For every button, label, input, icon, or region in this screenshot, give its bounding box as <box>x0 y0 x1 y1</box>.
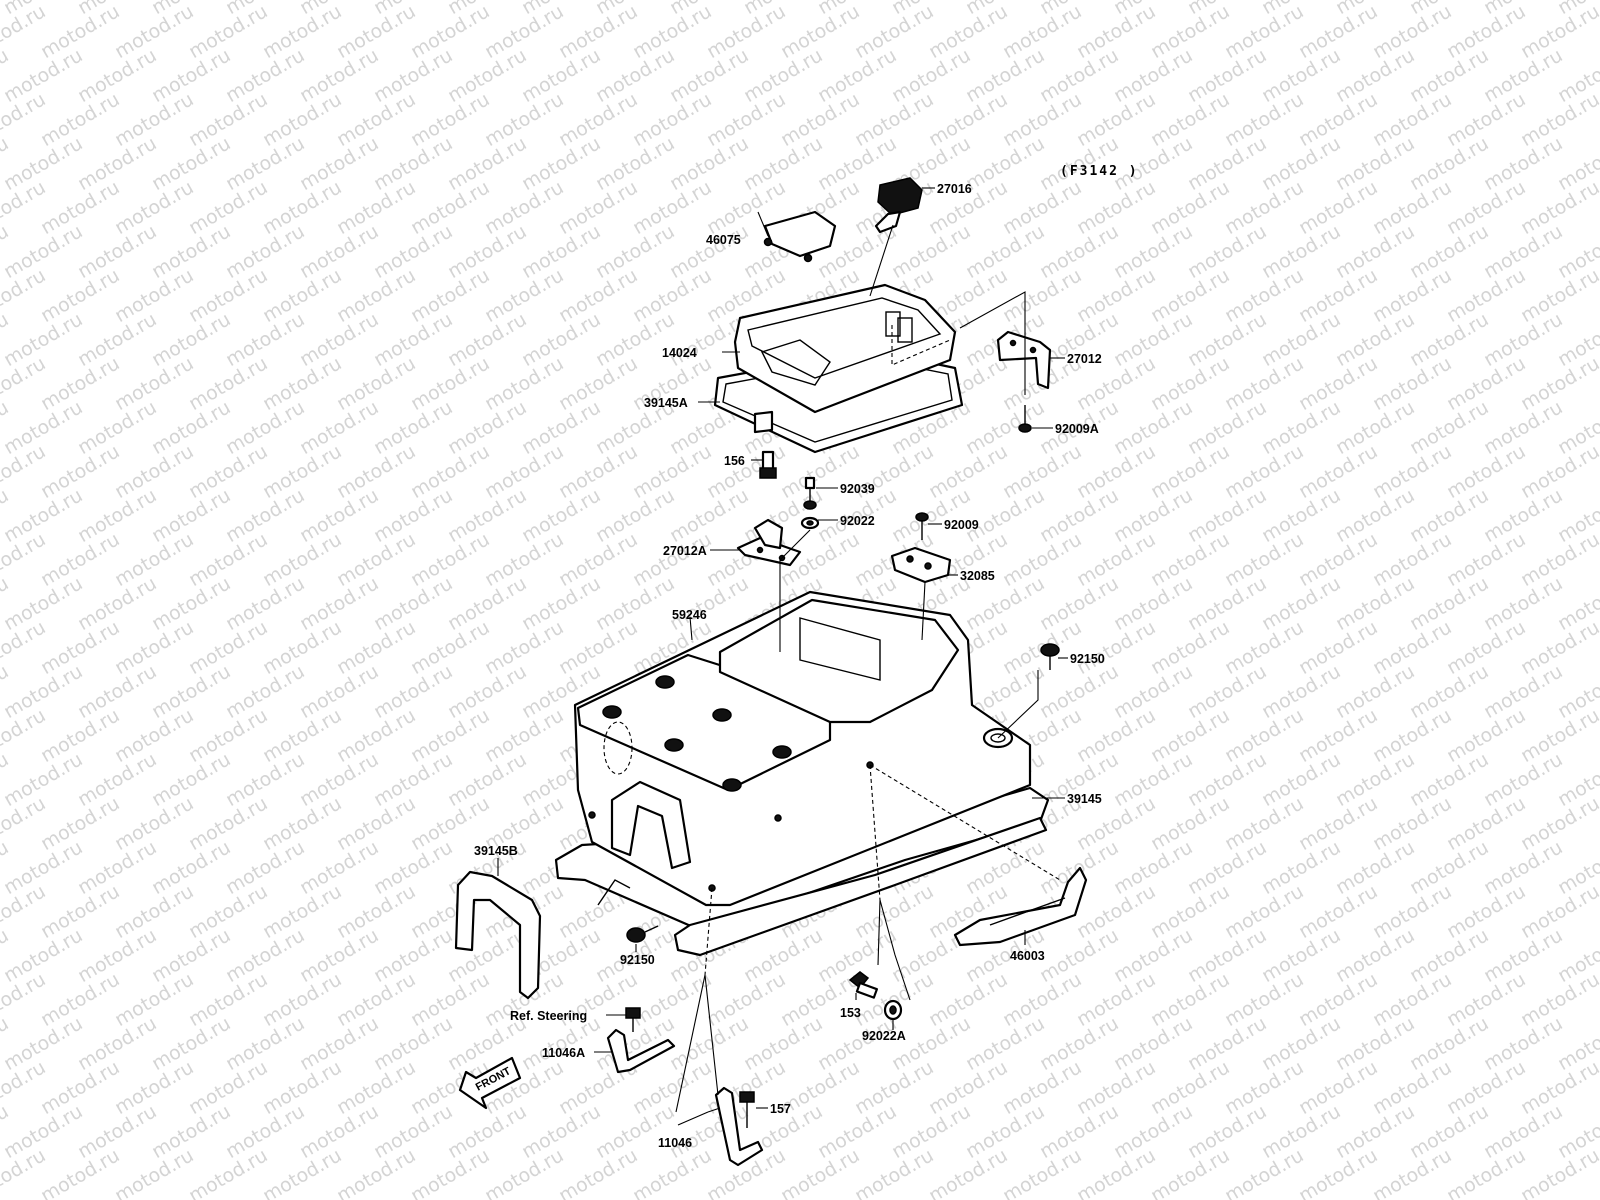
diagram-code: (F3142 ) <box>1060 164 1139 179</box>
label-39145: 39145 <box>1067 792 1102 806</box>
label-46075: 46075 <box>706 233 741 247</box>
label-39145A: 39145A <box>644 396 688 410</box>
bolt-157 <box>739 1091 755 1128</box>
bolt-153 <box>848 971 879 999</box>
plate-32085 <box>890 546 952 584</box>
washer-92022A <box>883 999 903 1021</box>
label-92150-left: 92150 <box>620 953 655 967</box>
label-32085: 32085 <box>960 569 995 583</box>
label-11046A: 11046A <box>542 1046 585 1060</box>
label-92022: 92022 <box>840 514 875 528</box>
bolt-156 <box>759 450 777 479</box>
label-92009: 92009 <box>944 518 979 532</box>
label-92022A: 92022A <box>862 1029 906 1043</box>
part-labels: 27016 46075 14024 39145A 27012 92009A 15… <box>474 182 1105 1150</box>
label-92039: 92039 <box>840 482 875 496</box>
label-46003: 46003 <box>1010 949 1045 963</box>
leader-lines <box>497 187 1068 1126</box>
front-arrow: FRONT <box>458 1056 522 1110</box>
label-39145B: 39145B <box>474 844 518 858</box>
label-ref-steering: Ref. Steering <box>510 1009 587 1023</box>
label-156: 156 <box>724 454 745 468</box>
label-27012: 27012 <box>1067 352 1102 366</box>
label-11046: 11046 <box>658 1136 692 1150</box>
step-46003 <box>953 866 1088 947</box>
bracket-11046A <box>606 1028 676 1074</box>
pin-92039 <box>803 476 817 510</box>
label-157: 157 <box>770 1102 791 1116</box>
label-14024: 14024 <box>662 346 697 360</box>
label-153: 153 <box>840 1006 861 1020</box>
gasket-39145B <box>454 870 542 1000</box>
lock-27016 <box>869 177 923 297</box>
bolt-92150-left <box>626 925 659 943</box>
label-92150-right: 92150 <box>1070 652 1105 666</box>
label-27016: 27016 <box>937 182 972 196</box>
bolt-ref-steering <box>625 1007 641 1032</box>
bracket-27012 <box>996 330 1052 390</box>
screw-92009A <box>1018 405 1032 433</box>
washer-92022 <box>800 516 820 530</box>
cap-46075 <box>763 210 837 263</box>
label-27012A: 27012A <box>663 544 707 558</box>
bolt-92150-right <box>1040 643 1060 670</box>
cover-14024 <box>733 283 957 414</box>
label-59246: 59246 <box>672 608 707 622</box>
screw-92009 <box>915 512 929 540</box>
body-59246 <box>554 590 1050 957</box>
label-92009A: 92009A <box>1055 422 1099 436</box>
bracket-11046 <box>714 1086 764 1167</box>
bracket-27012A <box>736 518 802 567</box>
